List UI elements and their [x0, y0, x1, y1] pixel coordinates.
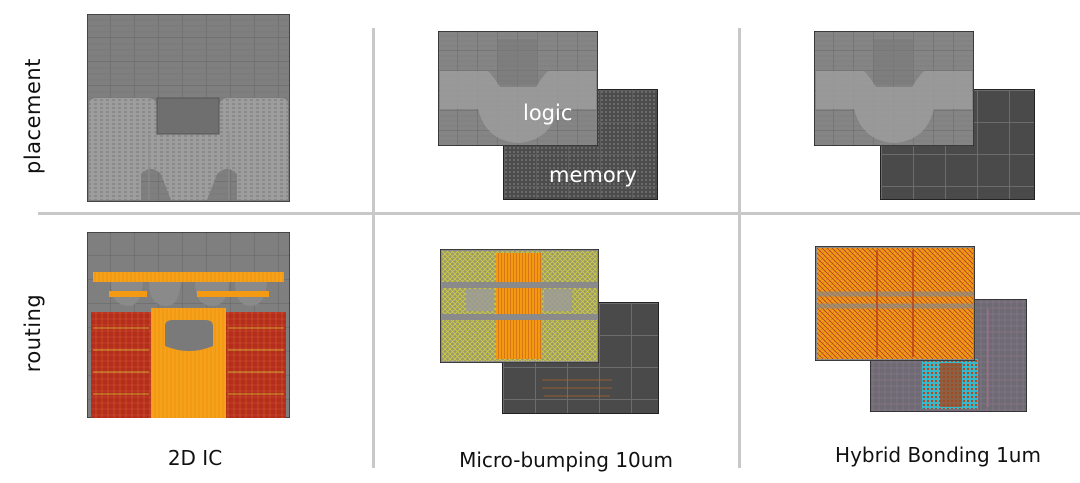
divider-horizontal — [38, 212, 1080, 215]
divider-vertical-2 — [738, 28, 741, 468]
routing-microbump-memory-traces — [502, 302, 659, 414]
routing-microbump-logic-die — [440, 249, 599, 363]
placement-hybrid-logic-die — [814, 31, 974, 146]
column-label-micro-bumping: Micro-bumping 10um — [459, 448, 673, 472]
routing-2d-ic-die — [87, 232, 290, 418]
logic-die-label: logic — [523, 101, 573, 125]
row-label-placement: placement — [21, 58, 45, 174]
row-label-routing: routing — [21, 293, 45, 373]
placement-microbump-logic-die — [438, 31, 598, 146]
memory-die-label: memory — [549, 163, 637, 187]
routing-hybrid-logic-die — [815, 246, 975, 361]
column-label-2d-ic: 2D IC — [167, 446, 223, 470]
placement-2d-ic-die — [87, 14, 290, 202]
divider-vertical-1 — [372, 28, 375, 468]
column-label-hybrid-bonding: Hybrid Bonding 1um — [835, 443, 1041, 467]
